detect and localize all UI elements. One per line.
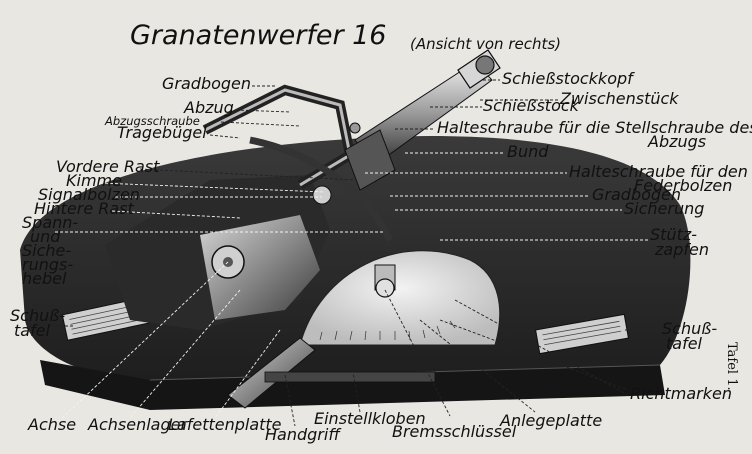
plate-number: Tafel 1. (724, 342, 739, 391)
label-lafettenplatte: Lafettenplatte (168, 415, 282, 434)
label-abzug: Abzug (183, 98, 234, 117)
label-stuetzzapfen-2: zapfen (654, 240, 709, 259)
label-achse: Achse (27, 415, 76, 434)
firing-table-right (535, 313, 629, 355)
label-spannhebel-4: rungs- (22, 255, 73, 274)
label-achsenlager: Achsenlager (87, 415, 188, 434)
label-einstellkloben: Einstellkloben (314, 409, 426, 428)
label-stuetzzapfen-1: Stütz- (650, 225, 697, 244)
label-vordere-rast: Vordere Rast (56, 157, 160, 176)
label-schiessstockkopf: Schießstockkopf (502, 69, 635, 88)
elevation-dial (299, 250, 501, 346)
carriage (105, 175, 330, 330)
label-zwischenstueck: Zwischenstück (559, 89, 679, 108)
label-schusstafel-left-1: Schuß- (10, 306, 65, 325)
elevation-arc (249, 136, 394, 242)
handgrip (227, 337, 436, 409)
label-sicherung: Sicherung (624, 199, 704, 218)
label-schusstafel-right-2: tafel (666, 334, 703, 353)
label-handgriff: Handgriff (265, 425, 342, 444)
label-schusstafel-right-1: Schuß- (662, 319, 717, 338)
label-spannhebel-1: Spann- (22, 213, 78, 232)
label-spannhebel-5: hebel (22, 269, 67, 288)
label-hintere-rast: Hintere Rast (34, 199, 135, 218)
label-gradbogen-top: Gradbogen (162, 74, 251, 93)
label-halteschraube-stell-1: Halteschraube für die Stellschraube des (437, 118, 752, 137)
label-halteschraube-feder-2: Federbolzen (634, 176, 732, 195)
label-richtmarken: Richtmarken (630, 384, 732, 403)
label-bremsschluessel: Bremsschlüssel (392, 422, 517, 441)
label-kimme: Kimme (66, 171, 122, 190)
label-bund: Bund (507, 142, 549, 161)
label-spannhebel-3: Siche- (22, 241, 71, 260)
label-abzugsschraube: Abzugsschraube (104, 114, 200, 128)
brake-key (374, 264, 396, 298)
label-halteschraube-feder-1: Halteschraube für den (569, 162, 748, 181)
label-halteschraube-stell-2: Abzugs (647, 132, 706, 151)
label-spannhebel-2: und (30, 227, 61, 246)
leader-lines (50, 79, 660, 427)
signal-bolt (312, 185, 332, 205)
label-gradbogen-right: Gradbogen (592, 185, 681, 204)
label-signalbolzen: Signalbolzen (38, 185, 140, 204)
subtitle: (Ansicht von rechts) (410, 35, 561, 53)
label-tragebuegel: Tragebügel (117, 123, 207, 142)
firing-rod (344, 49, 501, 191)
label-anlegeplatte: Anlegeplatte (499, 411, 602, 430)
label-schusstafel-left-2: tafel (14, 321, 51, 340)
title: Granatenwerfer 16 (130, 20, 387, 51)
label-schiessstock: Schießstock (483, 96, 580, 115)
